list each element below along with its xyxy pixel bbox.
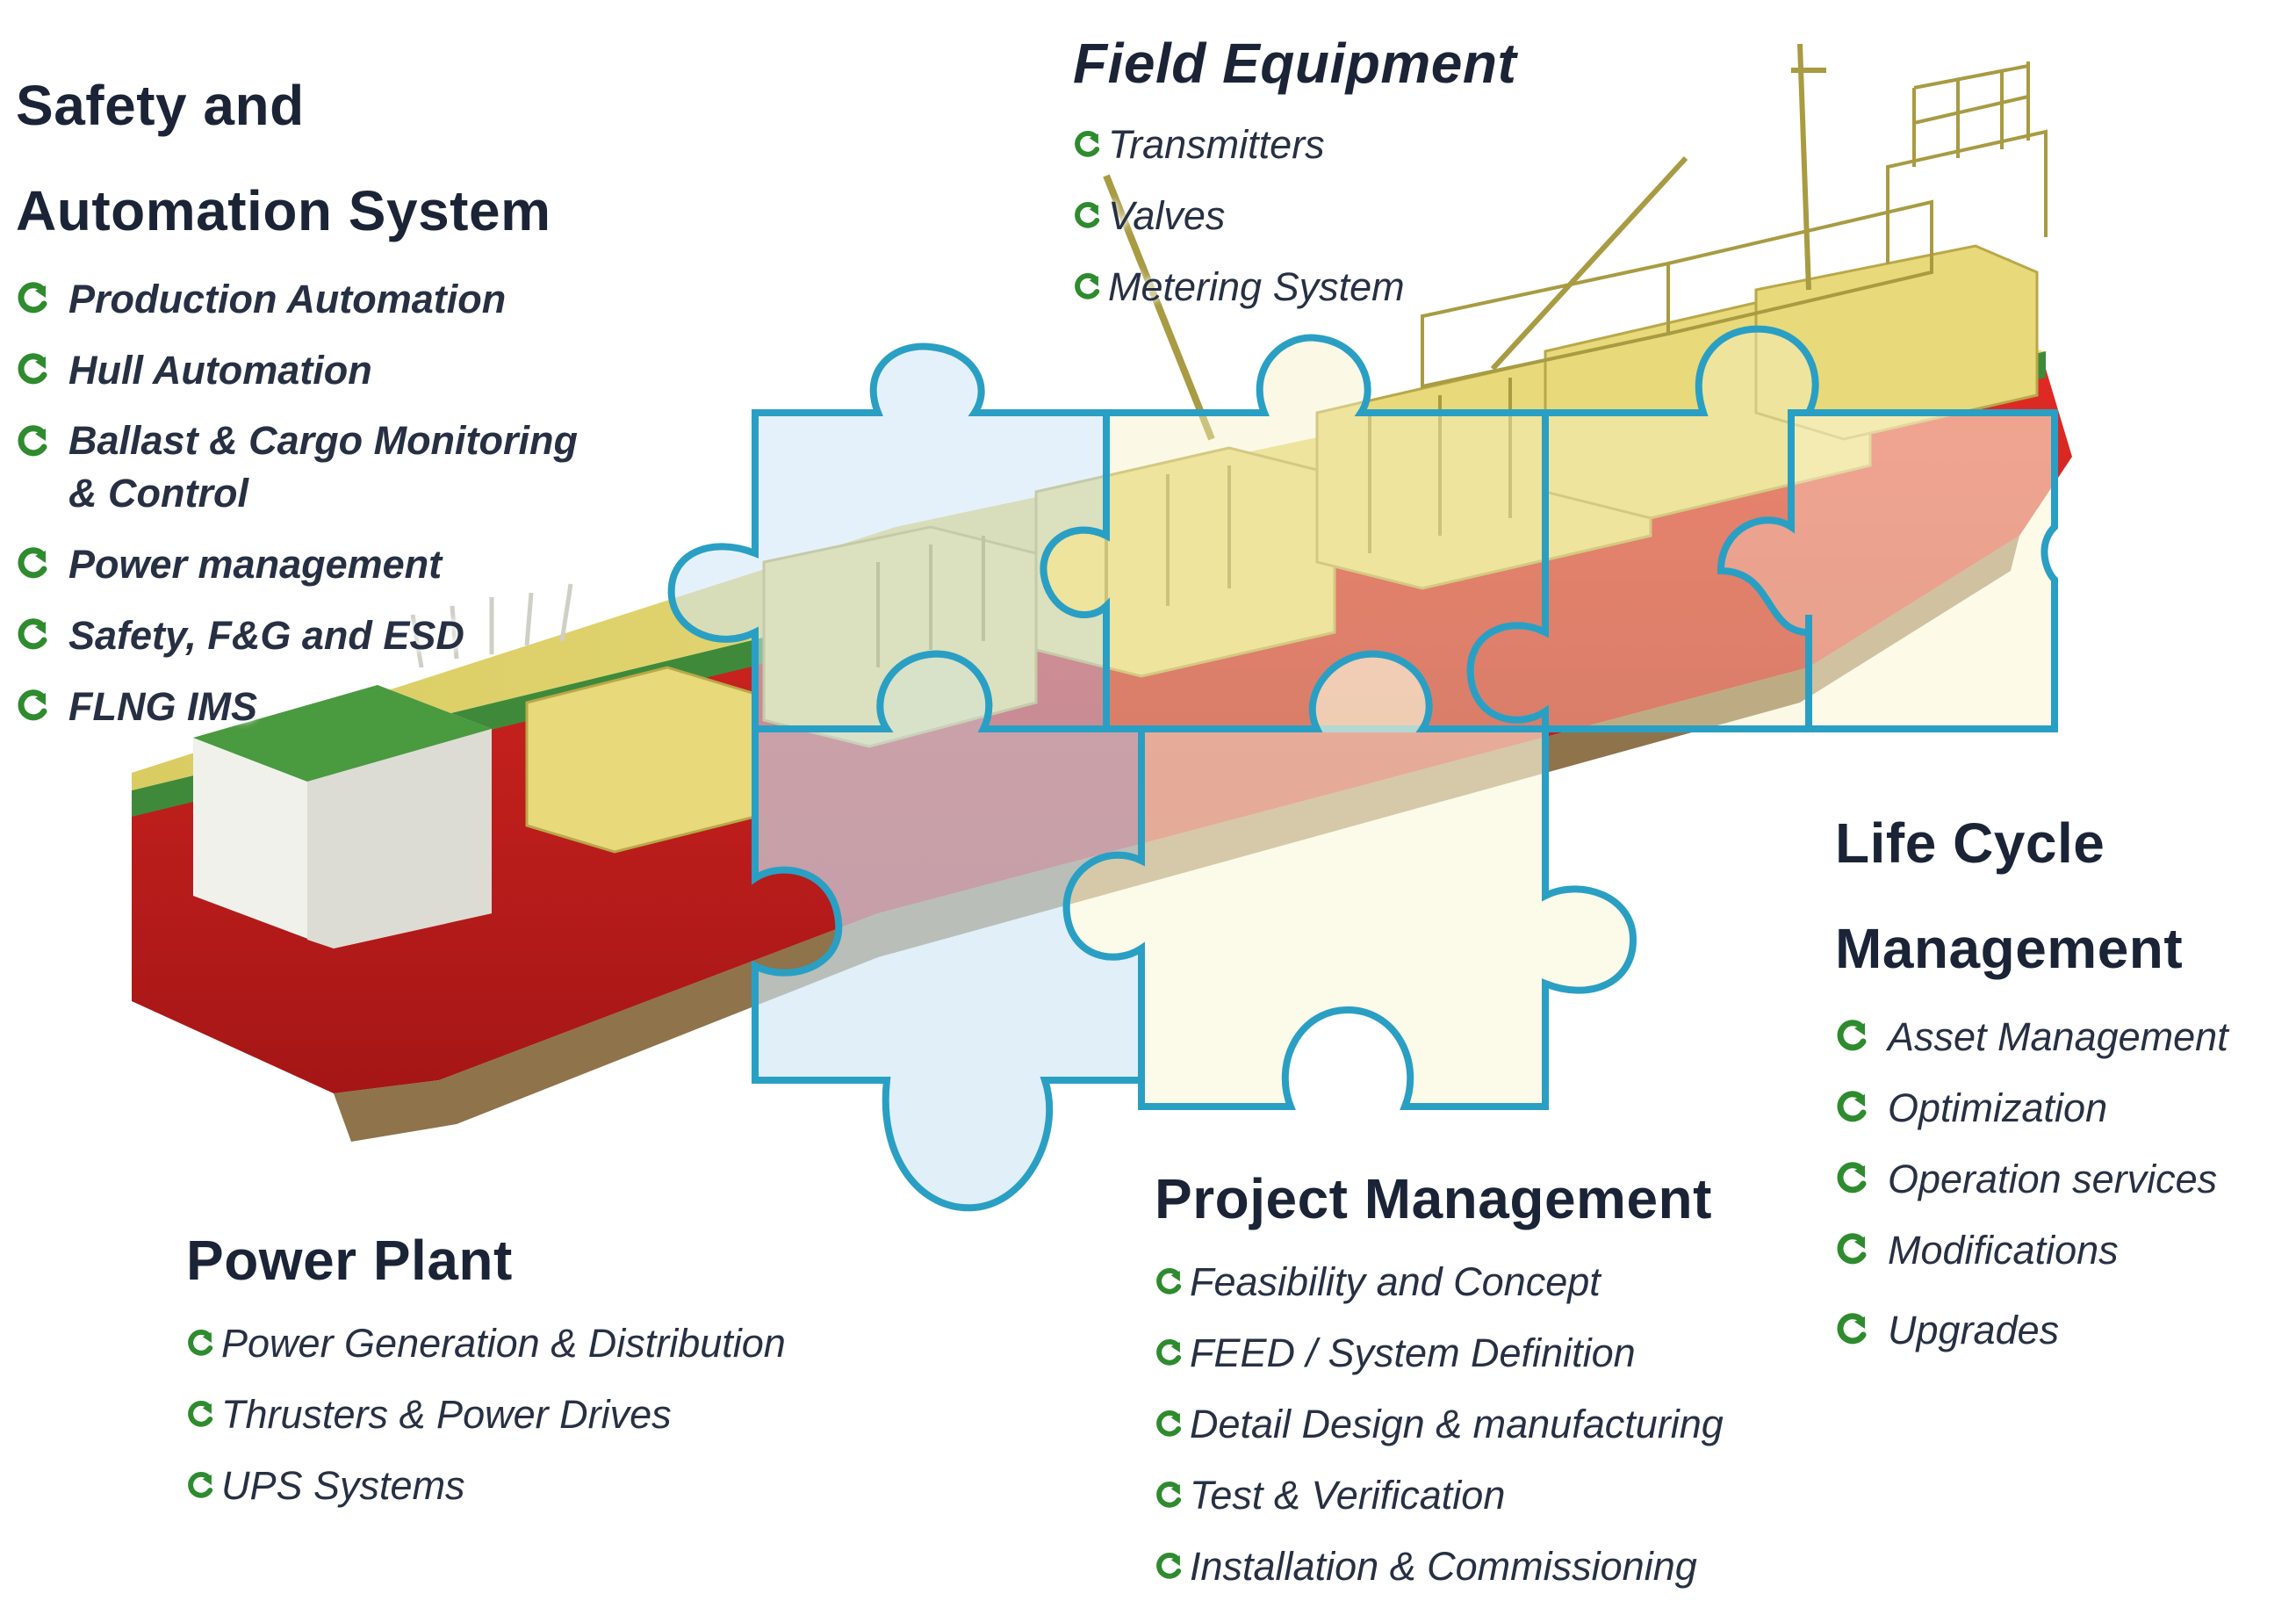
field-equipment-list: Transmitters Valves Metering System (1073, 109, 1516, 322)
puzzle-piece-bottom-middle (1062, 650, 1637, 1110)
life-cycle-title-line1: Life Cycle (1835, 811, 2105, 875)
list-item: FLNG IMS (16, 671, 578, 742)
list-item: Upgrades (1835, 1294, 2228, 1366)
green-circular-arrow-icon (1835, 1231, 1870, 1266)
list-item: Feasibility and Concept (1155, 1246, 1724, 1317)
green-circular-arrow-icon (1835, 1018, 1870, 1053)
green-circular-arrow-icon (1073, 271, 1103, 301)
power-plant-section: Power Plant Power Generation & Distribut… (186, 1208, 786, 1521)
list-item: Test & Verification (1155, 1460, 1724, 1531)
list-item: UPS Systems (186, 1450, 786, 1521)
green-circular-arrow-icon (1155, 1480, 1184, 1510)
green-circular-arrow-icon (16, 351, 51, 386)
accommodation-block (193, 685, 492, 948)
green-circular-arrow-icon (1073, 129, 1103, 159)
list-item: Installation & Commissioning (1155, 1531, 1724, 1602)
green-circular-arrow-icon (16, 545, 51, 580)
green-circular-arrow-icon (16, 688, 51, 723)
list-item: Safety, F&G and ESD (16, 600, 578, 671)
list-item: Production Automation (16, 263, 578, 335)
safety-automation-section: Safety and Automation System Production … (16, 53, 578, 742)
list-item: Hull Automation (16, 335, 578, 406)
green-circular-arrow-icon (186, 1470, 216, 1500)
green-circular-arrow-icon (1835, 1311, 1870, 1346)
green-circular-arrow-icon (1155, 1409, 1184, 1439)
green-circular-arrow-icon (1073, 200, 1103, 230)
green-circular-arrow-icon (1835, 1160, 1870, 1195)
green-circular-arrow-icon (16, 423, 51, 458)
life-cycle-title-line2: Management (1835, 917, 2184, 980)
life-cycle-list: Asset Management Optimization Operation … (1835, 1001, 2228, 1366)
project-management-list: Feasibility and Concept FEED / System De… (1155, 1246, 1724, 1602)
green-circular-arrow-icon (16, 617, 51, 652)
list-item: Thrusters & Power Drives (186, 1379, 786, 1450)
green-circular-arrow-icon (1155, 1551, 1184, 1581)
list-item: FEED / System Definition (1155, 1317, 1724, 1388)
life-cycle-section: Life Cycle Management Asset Management O… (1835, 790, 2228, 1366)
safety-automation-list: Production Automation Hull Automation Ba… (16, 263, 578, 742)
list-item: Detail Design & manufacturing (1155, 1388, 1724, 1460)
project-management-section: Project Management Feasibility and Conce… (1155, 1146, 1724, 1602)
list-item: Valves (1073, 180, 1516, 251)
puzzle-piece-far-right (1717, 409, 2058, 732)
green-circular-arrow-icon (1155, 1266, 1184, 1296)
list-item: Asset Management (1835, 1001, 2228, 1072)
green-circular-arrow-icon (186, 1399, 216, 1429)
list-item: Ballast & Cargo Monitoring& Control (16, 406, 578, 529)
green-circular-arrow-icon (186, 1328, 216, 1358)
list-item: Optimization (1835, 1072, 2228, 1143)
green-circular-arrow-icon (1835, 1089, 1870, 1124)
deck-structures (876, 43, 2048, 667)
field-equipment-section: Field Equipment Transmitters Valves Mete… (1073, 11, 1516, 322)
list-item: Operation services (1835, 1143, 2228, 1215)
list-item: Metering System (1073, 251, 1516, 322)
puzzle-piece-bottom-left (752, 650, 1145, 1212)
list-item: Modifications (1835, 1215, 2228, 1286)
field-equipment-title: Field Equipment (1073, 32, 1517, 95)
puzzle-piece-mid-right (1542, 615, 1812, 896)
safety-automation-title-line1: Safety and (16, 74, 305, 137)
power-plant-title: Power Plant (186, 1229, 513, 1292)
list-item: Transmitters (1073, 109, 1516, 180)
flare-stack (410, 583, 573, 668)
list-item: Power management (16, 529, 578, 600)
green-circular-arrow-icon (1155, 1338, 1184, 1367)
power-plant-list: Power Generation & Distribution Thruster… (186, 1308, 786, 1521)
project-management-title: Project Management (1155, 1167, 1712, 1230)
safety-automation-title-line2: Automation System (16, 179, 551, 242)
list-item: Power Generation & Distribution (186, 1308, 786, 1379)
green-circular-arrow-icon (16, 280, 51, 315)
puzzle-pieces-overlay (667, 325, 2058, 1212)
